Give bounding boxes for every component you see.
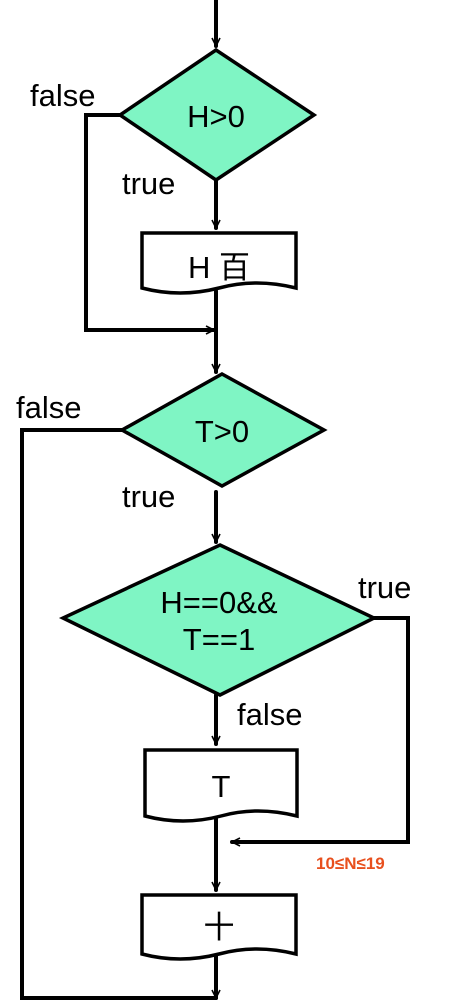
decision-teen-false-label: false xyxy=(237,697,302,732)
decision-h-true-label: true xyxy=(122,166,175,201)
range-note: 10≤N≤19 xyxy=(316,854,385,873)
decision-h-false-label: false xyxy=(30,78,95,113)
teen-true-bypass xyxy=(230,616,410,842)
output-ten-box: 十 xyxy=(140,893,298,961)
output-hundred-box: H 百 xyxy=(140,231,298,295)
decision-h-diamond: H>0 xyxy=(116,47,318,183)
decision-teen-diamond: H==0&& T==1 xyxy=(58,543,378,697)
t-false-bypass xyxy=(20,428,218,1000)
decision-t-diamond: T>0 xyxy=(118,371,328,489)
decision-t-true-label: true xyxy=(122,479,175,514)
decision-teen-condition-line1: H==0&& xyxy=(160,585,278,620)
decision-teen-condition-line2: T==1 xyxy=(183,622,255,657)
output-ten-text: 十 xyxy=(204,910,235,946)
decision-t-false-label: false xyxy=(16,390,81,425)
decision-t-condition: T>0 xyxy=(195,414,249,449)
decision-teen-true-label: true xyxy=(358,570,411,605)
output-t-text: T xyxy=(212,769,231,804)
output-hundred-text: H 百 xyxy=(188,250,250,285)
output-t-box: T xyxy=(143,748,299,823)
decision-h-condition: H>0 xyxy=(187,99,245,134)
h-false-bypass xyxy=(84,113,216,330)
